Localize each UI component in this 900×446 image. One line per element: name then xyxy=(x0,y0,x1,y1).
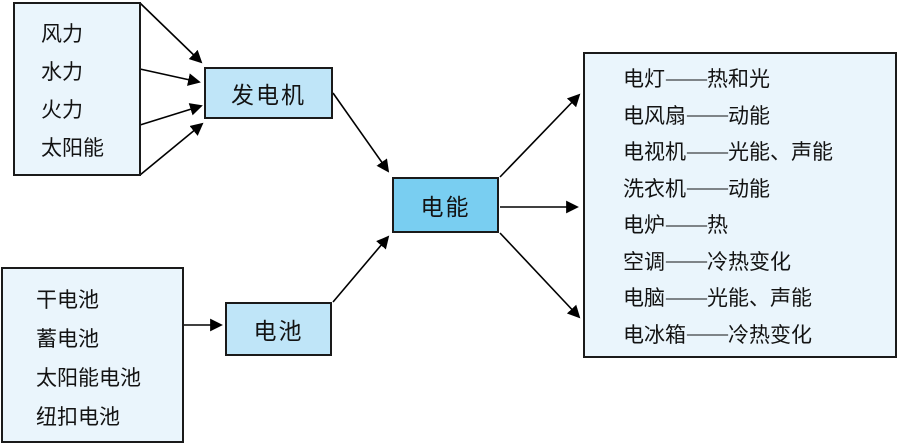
appliance-device: 电炉 xyxy=(623,213,665,238)
appliance-result: 动能 xyxy=(728,103,770,128)
appliance-result: 光能、声能 xyxy=(728,140,833,165)
arrow-sources-to-generator-3 xyxy=(139,103,203,126)
list-item: 电视机——光能、声能 xyxy=(623,133,895,170)
energy-label: 电能 xyxy=(420,195,471,220)
appliance-result: 光能、声能 xyxy=(707,286,812,311)
appliance-result: 热 xyxy=(707,213,728,238)
source-label: 太阳能 xyxy=(41,136,104,160)
battery-type-label: 纽扣电池 xyxy=(36,404,120,429)
arrow-sources-to-generator-4 xyxy=(139,122,204,176)
list-item: 电风扇——动能 xyxy=(623,97,895,134)
appliances-box: 电灯——热和光 电风扇——动能 电视机——光能、声能 洗衣机——动能 电炉——热… xyxy=(583,52,897,358)
dash-separator: —— xyxy=(666,284,707,309)
battery-type-label: 蓄电池 xyxy=(36,326,99,351)
battery-box: 电池 xyxy=(225,302,332,356)
list-item: 太阳能电池 xyxy=(36,357,182,396)
list-item: 电脑——光能、声能 xyxy=(623,279,895,316)
list-item: 风力 xyxy=(41,14,139,52)
appliance-device: 电冰箱 xyxy=(623,322,686,347)
battery-label: 电池 xyxy=(253,319,304,344)
battery-type-label: 干电池 xyxy=(36,287,99,312)
appliance-result: 冷热变化 xyxy=(707,249,791,274)
arrow-sources-to-generator-1 xyxy=(139,2,203,64)
list-item: 电灯——热和光 xyxy=(623,60,895,97)
list-item: 火力 xyxy=(41,90,139,128)
appliance-device: 电风扇 xyxy=(623,103,686,128)
arrow-battery-to-energy xyxy=(332,235,390,303)
appliance-device: 电视机 xyxy=(623,140,686,165)
appliance-device: 电脑 xyxy=(623,286,665,311)
appliance-result: 热和光 xyxy=(707,67,770,92)
list-item: 洗衣机——动能 xyxy=(623,170,895,207)
source-label: 风力 xyxy=(41,22,83,46)
appliance-result: 动能 xyxy=(728,176,770,201)
battery-types-box: 干电池 蓄电池 太阳能电池 纽扣电池 xyxy=(1,267,184,443)
source-label: 火力 xyxy=(41,98,83,122)
arrow-energy-to-appliances-bottom xyxy=(499,232,581,319)
dash-separator: —— xyxy=(687,321,728,346)
source-label: 水力 xyxy=(41,60,83,84)
list-item: 纽扣电池 xyxy=(36,396,182,435)
list-item: 电冰箱——冷热变化 xyxy=(623,316,895,353)
list-item: 太阳能 xyxy=(41,128,139,166)
generator-box: 发电机 xyxy=(204,67,333,119)
appliance-device: 空调 xyxy=(623,249,665,274)
appliance-device: 电灯 xyxy=(623,67,665,92)
arrow-generator-to-energy xyxy=(332,92,390,173)
dash-separator: —— xyxy=(687,175,728,200)
arrow-energy-to-appliances-top xyxy=(499,93,581,178)
dash-separator: —— xyxy=(666,248,707,273)
arrow-sources-to-generator-2 xyxy=(139,68,201,86)
generator-label: 发电机 xyxy=(231,83,306,108)
battery-type-label: 太阳能电池 xyxy=(36,365,141,390)
list-item: 干电池 xyxy=(36,279,182,318)
list-item: 蓄电池 xyxy=(36,318,182,357)
dash-separator: —— xyxy=(687,102,728,127)
energy-box: 电能 xyxy=(392,177,499,233)
appliance-result: 冷热变化 xyxy=(728,322,812,347)
list-item: 水力 xyxy=(41,52,139,90)
sources-box: 风力 水力 火力 太阳能 xyxy=(13,2,141,176)
list-item: 电炉——热 xyxy=(623,206,895,243)
dash-separator: —— xyxy=(666,65,707,90)
dash-separator: —— xyxy=(687,138,728,163)
dash-separator: —— xyxy=(666,211,707,236)
list-item: 空调——冷热变化 xyxy=(623,243,895,280)
appliance-device: 洗衣机 xyxy=(623,176,686,201)
